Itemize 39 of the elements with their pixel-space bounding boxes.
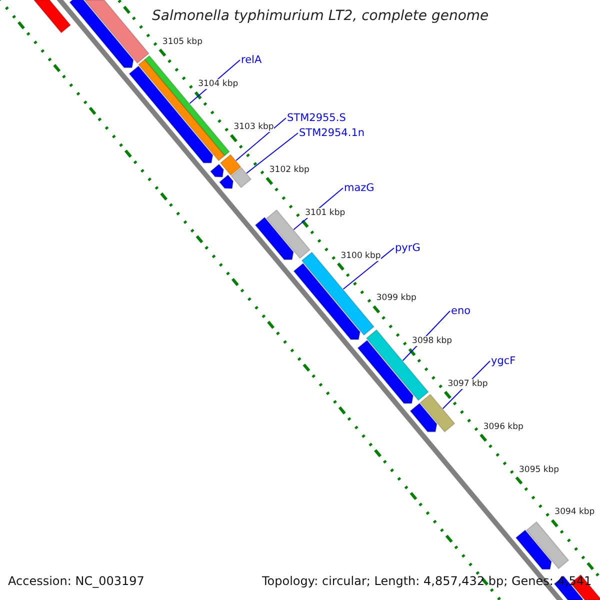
gene-label: STM2955.S <box>287 112 346 124</box>
gene-block <box>515 529 552 570</box>
genome-info-text: Topology: circular; Length: 4,857,432 bp; Genes: 4,541 <box>262 574 592 588</box>
tick-label: 3095 kbp <box>519 464 560 475</box>
tick-label: 3105 kbp <box>162 36 202 47</box>
gene-label: ygcF <box>491 355 516 367</box>
gene-block <box>410 402 438 432</box>
gene-block <box>69 0 134 68</box>
tick-label: 3099 kbp <box>376 293 416 304</box>
gene-block <box>420 394 456 433</box>
gene-block <box>84 0 150 64</box>
tick-label: 3094 kbp <box>554 507 595 518</box>
accession-text: Accession: NC_003197 <box>8 574 144 588</box>
tick-label: 3104 kbp <box>198 79 238 90</box>
gene-block <box>230 167 252 188</box>
gene-block <box>218 174 234 190</box>
gene-label: STM2954.1n <box>299 127 365 139</box>
tick-label: 3100 kbp <box>340 250 381 261</box>
gene-block <box>293 262 361 340</box>
gene-block <box>32 0 72 34</box>
tick-label: 3096 kbp <box>483 422 524 432</box>
leader-line <box>236 118 286 161</box>
leader-line <box>246 132 298 174</box>
gene-block <box>254 216 294 260</box>
gene-label: relA <box>241 54 262 66</box>
gene-block <box>210 164 224 178</box>
gene-label: mazG <box>344 182 374 194</box>
tick-label: 3103 kbp <box>234 122 274 132</box>
gene-label: eno <box>451 305 471 317</box>
gene-block <box>526 521 570 570</box>
title: Salmonella typhimurium LT2, complete genome <box>152 8 489 24</box>
tick-label: 3098 kbp <box>412 336 452 346</box>
tick-label: 3097 kbp <box>448 378 488 389</box>
gene-block <box>220 154 242 176</box>
gene-block <box>357 340 414 404</box>
gene-label: pyrG <box>395 242 420 254</box>
tick-label: 3101 kbp <box>305 208 346 218</box>
tick-label: 3102 kbp <box>269 164 310 175</box>
leader-line <box>342 248 394 290</box>
